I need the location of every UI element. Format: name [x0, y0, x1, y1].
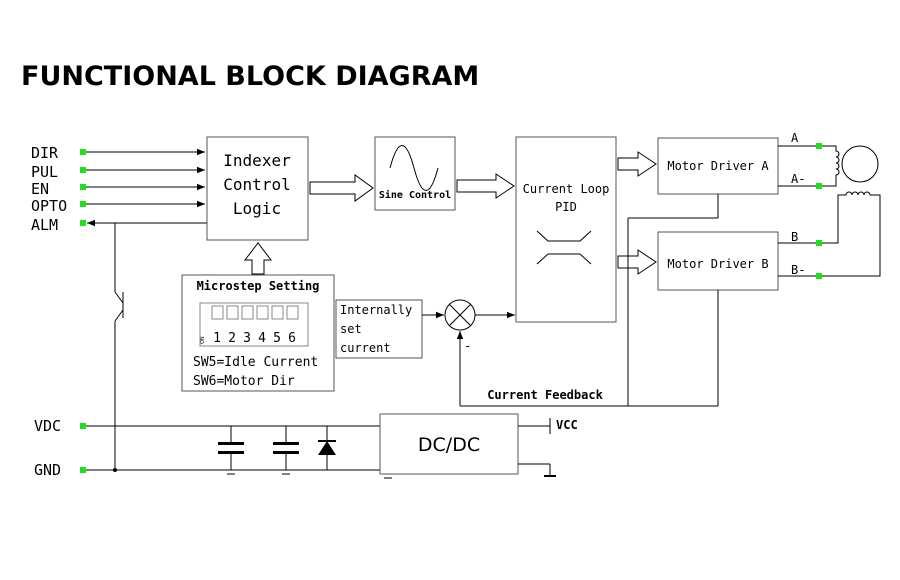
- dip-actuator-6[interactable]: [286, 305, 299, 320]
- current-loop-label: Current Loop: [523, 182, 610, 196]
- b-minus-label: B-: [791, 263, 805, 277]
- dip-number-1: 1: [213, 331, 221, 346]
- feedback-minus-sign: -: [464, 339, 471, 353]
- sine-to-pid-arrow: [456, 173, 515, 199]
- motor-driver-a-label: Motor Driver A: [667, 159, 769, 173]
- pid-to-driver-a-arrow: [617, 151, 657, 177]
- internal-current-line3: current: [340, 341, 391, 355]
- gnd-connector: [80, 467, 86, 473]
- alm-transistor-collector: [114, 291, 124, 304]
- dip-number-2: 2: [228, 331, 236, 346]
- capacitor-2-icon: [273, 426, 299, 470]
- dip-actuator-1[interactable]: [211, 305, 224, 320]
- dcdc-label: DC/DC: [418, 434, 480, 456]
- pin-label-alm: ALM: [31, 216, 58, 234]
- sine-control-label: Sine Control: [379, 189, 451, 201]
- pin-label-pul: PUL: [31, 163, 58, 181]
- capacitor-1-icon: [218, 426, 244, 470]
- motor-driver-b-block: [657, 231, 779, 291]
- pid-label: PID: [555, 200, 577, 214]
- dip-on-label: ON: [200, 336, 206, 344]
- indexer-label-line3: Logic: [233, 199, 281, 218]
- a-minus-connector: [816, 183, 822, 189]
- motor-winding-b: [822, 191, 881, 277]
- a-plus-label: A: [791, 131, 799, 145]
- opto-connector: [80, 201, 86, 207]
- diode-icon: [318, 426, 336, 470]
- dcdc-converter-block: [379, 413, 519, 475]
- pid-to-driver-b-arrow: [617, 249, 657, 275]
- dip-actuator-4[interactable]: [256, 305, 269, 320]
- motor-rotor-icon: [841, 145, 879, 183]
- b-plus-connector: [816, 240, 822, 246]
- a-plus-connector: [816, 143, 822, 149]
- dip-number-5: 5: [273, 331, 281, 346]
- alm-connector: [80, 220, 86, 226]
- internally-set-current-block: [335, 299, 423, 359]
- b-plus-label: B: [791, 230, 798, 244]
- pin-label-opto: OPTO: [31, 197, 67, 215]
- indexer-to-sine-arrow: [309, 174, 374, 202]
- dip-number-3: 3: [243, 331, 251, 346]
- alm-transistor-emitter: [114, 309, 124, 322]
- b-minus-connector: [816, 273, 822, 279]
- pin-label-en: EN: [31, 180, 49, 198]
- microstep-setting-title: Microstep Setting: [197, 279, 320, 293]
- pul-connector: [80, 167, 86, 173]
- motor-driver-b-label: Motor Driver B: [667, 257, 768, 271]
- pid-symbol-upper: [536, 230, 592, 242]
- dir-connector: [80, 149, 86, 155]
- sw5-description: SW5=Idle Current: [193, 355, 318, 370]
- sine-control-block: [374, 136, 456, 211]
- internal-current-line1: Internally: [340, 303, 412, 317]
- current-loop-pid-block: [515, 136, 617, 323]
- dip-number-6: 6: [288, 331, 296, 346]
- indexer-label-line2: Control: [223, 175, 290, 194]
- a-minus-label: A-: [791, 172, 805, 186]
- indexer-label-line1: Indexer: [223, 151, 291, 170]
- pin-label-dir: DIR: [31, 144, 59, 162]
- dip-switch-actuators: [211, 305, 299, 320]
- internal-current-line2: set: [340, 322, 362, 336]
- pid-symbol-lower: [536, 253, 592, 265]
- en-connector: [80, 184, 86, 190]
- dip-actuator-2[interactable]: [226, 305, 239, 320]
- motor-driver-a-block: [657, 137, 779, 195]
- motor-winding-a: [822, 145, 840, 187]
- summing-junction-cross-2: [448, 303, 472, 327]
- dip-actuator-5[interactable]: [271, 305, 284, 320]
- sw6-description: SW6=Motor Dir: [193, 374, 295, 389]
- gnd-label: GND: [34, 461, 61, 479]
- current-feedback-label: Current Feedback: [487, 388, 603, 402]
- dip-actuator-3[interactable]: [241, 305, 254, 320]
- dip-number-4: 4: [258, 331, 266, 346]
- sine-wave-icon: [389, 145, 439, 191]
- vcc-label: VCC: [556, 418, 578, 432]
- microstep-to-indexer-arrow: [243, 242, 273, 275]
- diagram-title: FUNCTIONAL BLOCK DIAGRAM: [21, 61, 479, 92]
- vdc-label: VDC: [34, 417, 61, 435]
- vdc-connector: [80, 423, 86, 429]
- indexer-control-logic-block: [206, 136, 309, 241]
